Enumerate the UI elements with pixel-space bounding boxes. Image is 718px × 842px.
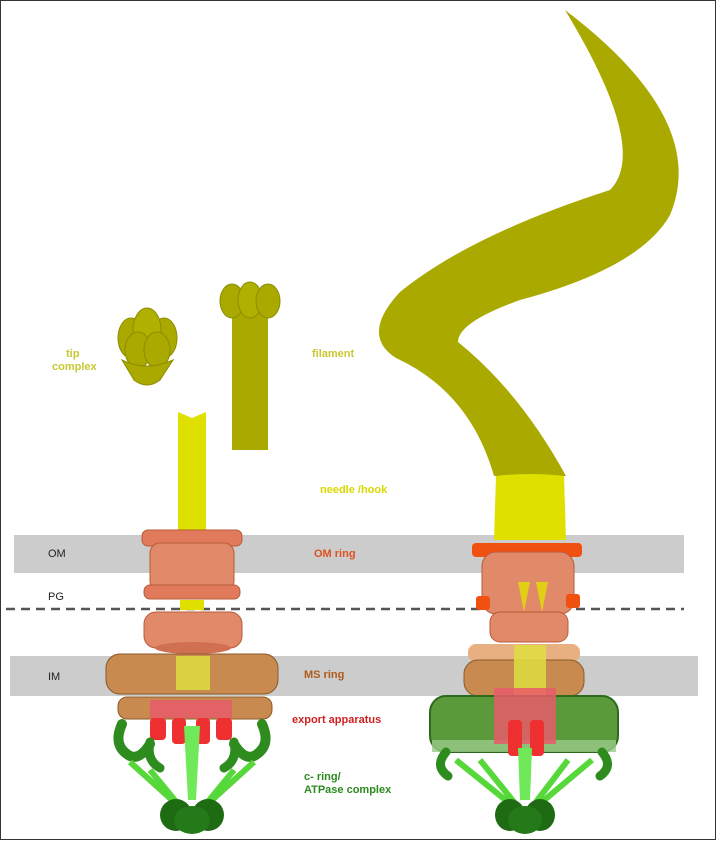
c-ring-right (430, 688, 618, 756)
inner-ring-left (144, 612, 242, 654)
pg-label: PG (48, 591, 64, 604)
needle-hook-label: needle /hook (320, 484, 387, 497)
export-apparatus-label: export apparatus (292, 714, 381, 727)
om-label: OM (48, 548, 66, 561)
needle-shape (178, 412, 206, 535)
tip-complex-shape (118, 308, 177, 385)
tip-complex-label-line2: complex (52, 361, 97, 374)
im-label: IM (48, 671, 60, 684)
ms-ring-label: MS ring (304, 669, 344, 682)
tip-complex-label-line1: tip (66, 348, 79, 361)
flagellar-hook-shape (494, 474, 566, 540)
filament-segment-shape (220, 282, 280, 450)
filament-label: filament (312, 348, 354, 361)
flagellar-filament-shape (379, 10, 679, 476)
atpase-complex-left (118, 724, 265, 834)
c-ring-label-line1: c- ring/ (304, 771, 341, 784)
om-ring-left (142, 530, 242, 610)
om-ring-label: OM ring (314, 548, 356, 561)
atpase-complex-right (440, 748, 607, 834)
om-ring-right (472, 543, 582, 642)
c-ring-label-line2: ATPase complex (304, 784, 391, 797)
